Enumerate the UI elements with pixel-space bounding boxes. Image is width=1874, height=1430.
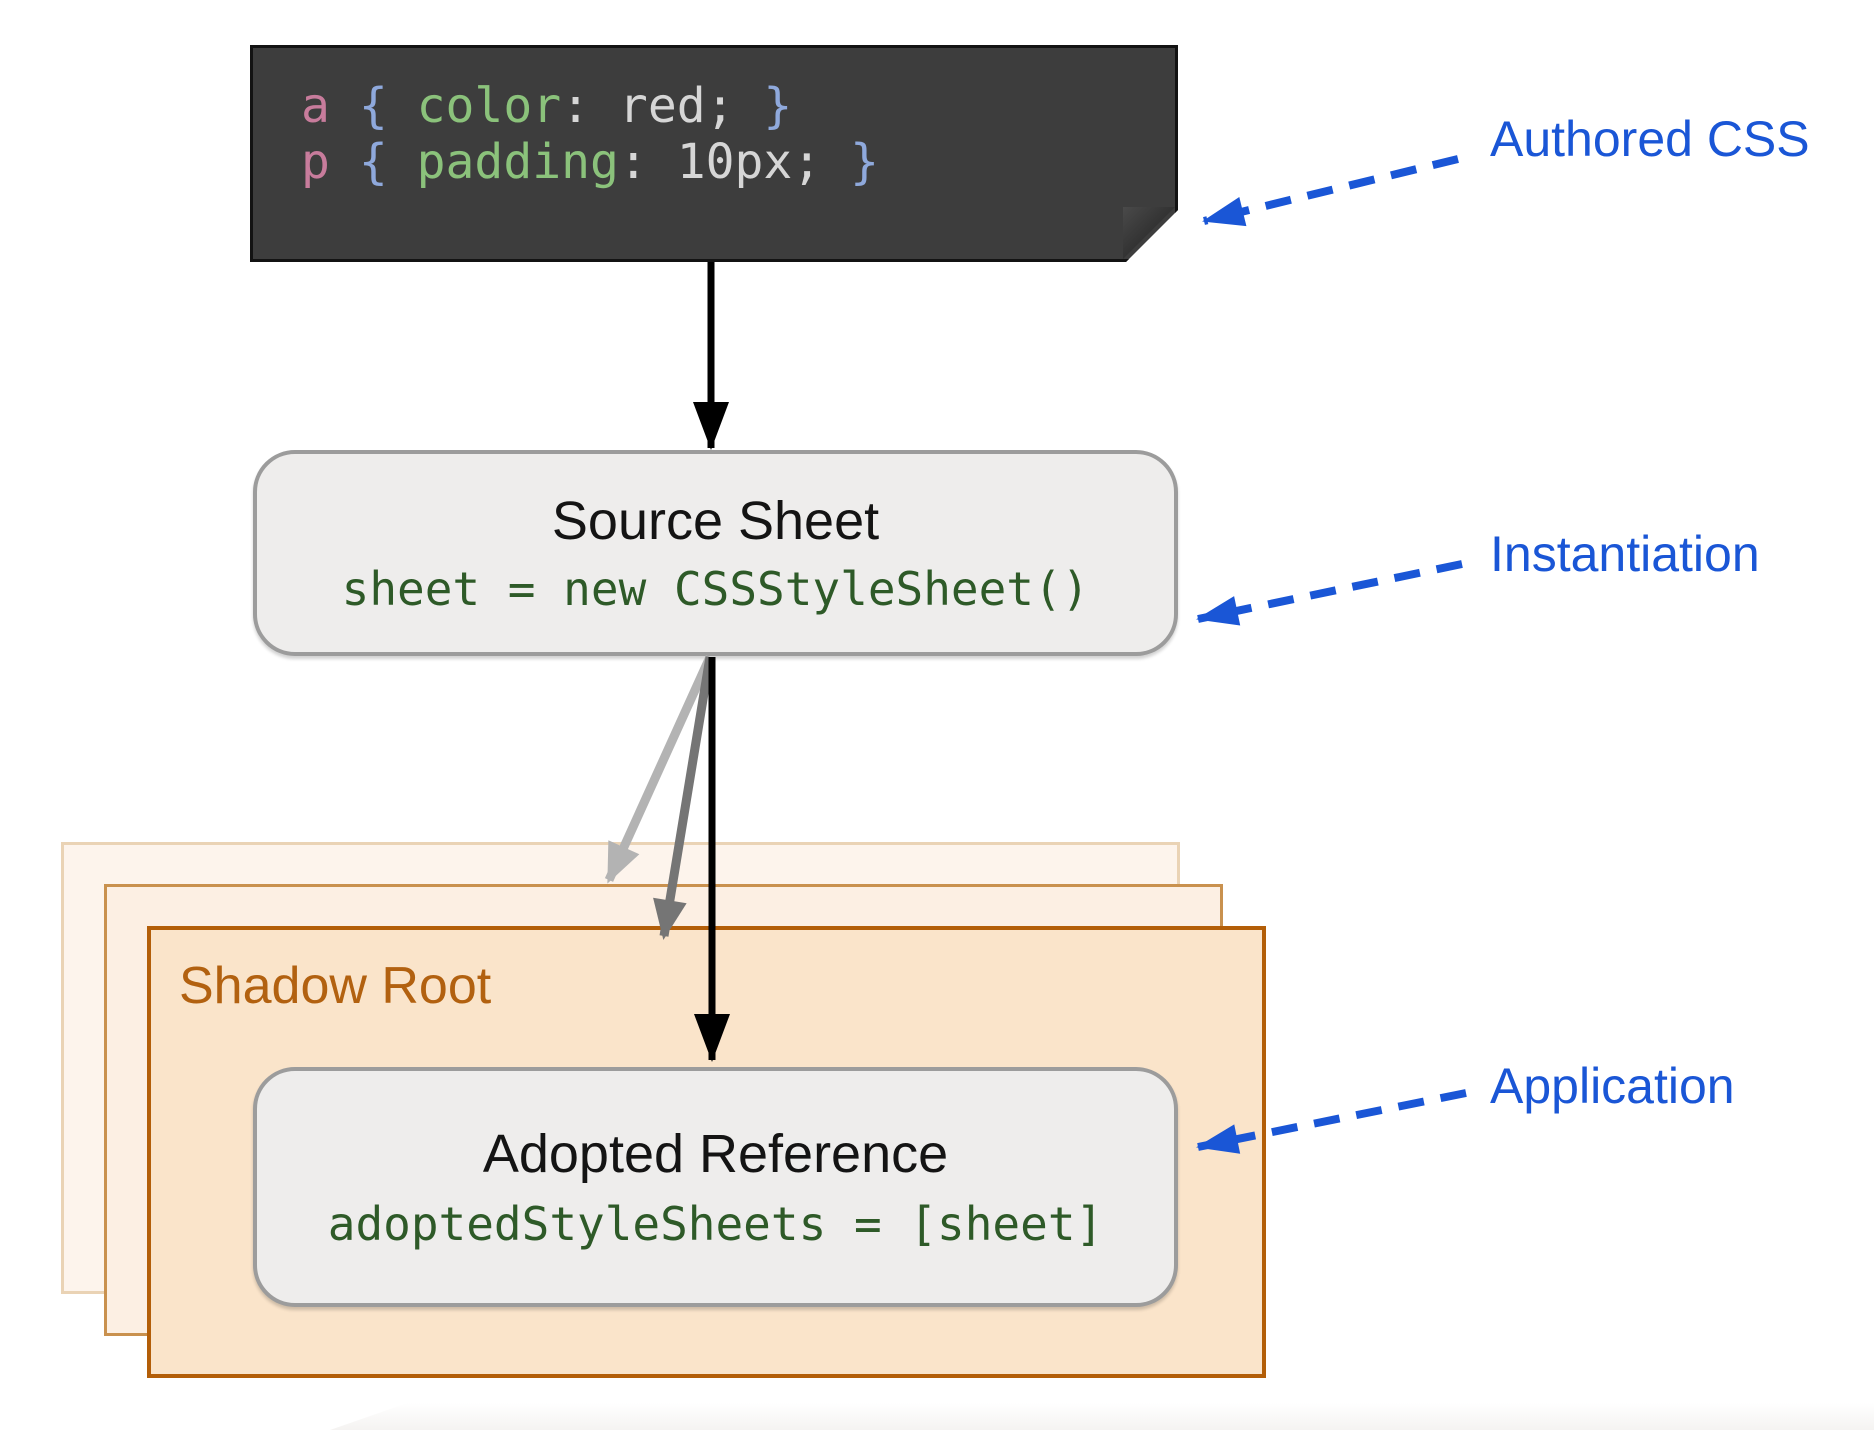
adopted-reference-code: adoptedStyleSheets = [sheet]	[327, 1197, 1104, 1251]
shadow-root-label: Shadow Root	[179, 957, 492, 1015]
annotation-application: Application	[1490, 1058, 1735, 1114]
annotation-authored-css: Authored CSS	[1490, 111, 1810, 167]
css-code-line: p { padding: 10px; }	[301, 134, 880, 190]
css-code-line: a { color: red; }	[301, 78, 793, 134]
adopted-reference-title: Adopted Reference	[482, 1124, 949, 1184]
annotation-arrow-authored-css	[1202, 155, 1459, 227]
source-sheet-box: Source Sheet sheet = new CSSStyleSheet()	[253, 450, 1178, 656]
source-sheet-title: Source Sheet	[551, 491, 880, 551]
adopted-reference-box: Adopted Reference adoptedStyleSheets = […	[253, 1067, 1178, 1307]
source-sheet-code: sheet = new CSSStyleSheet()	[341, 562, 1090, 616]
bottom-shade	[330, 1403, 1874, 1430]
authored-css-code: a { color: red; }p { padding: 10px; }	[253, 48, 1175, 190]
authored-css-box: a { color: red; }p { padding: 10px; }	[250, 45, 1178, 262]
annotation-arrow-instantiation	[1196, 560, 1463, 626]
annotation-instantiation: Instantiation	[1490, 526, 1760, 582]
page-fold-corner-icon	[1123, 207, 1175, 259]
